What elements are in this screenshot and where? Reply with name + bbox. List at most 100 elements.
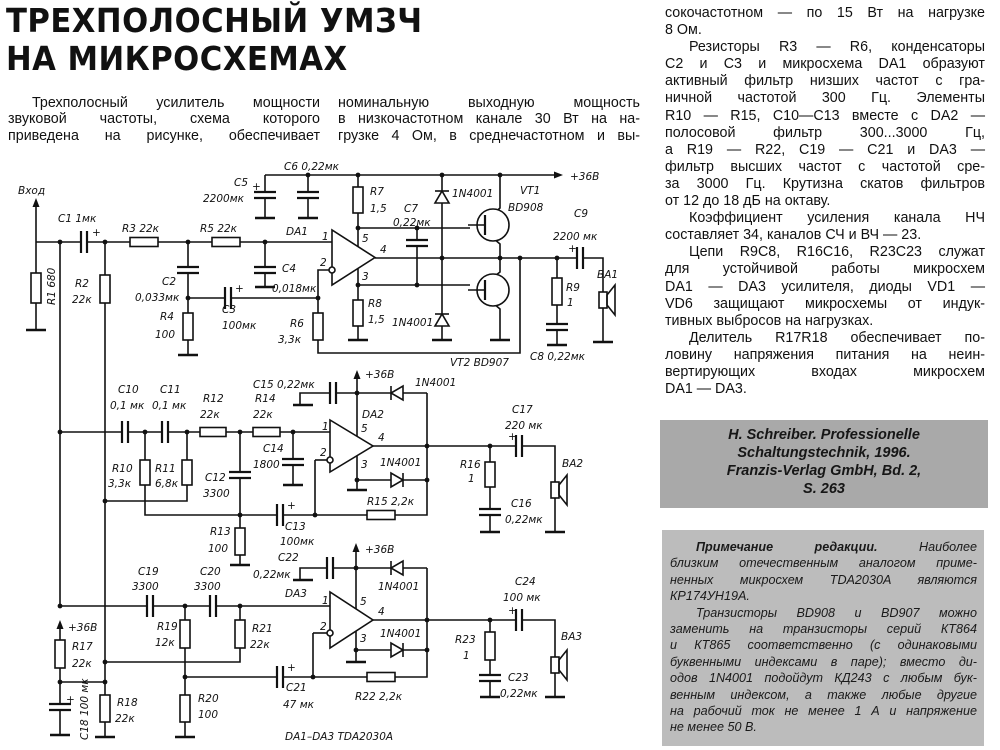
capacitor-gap (81, 229, 87, 255)
text-line: ничной частотой 300 Гц. Элементы (665, 90, 985, 107)
resistor (484, 461, 496, 488)
component-label: 47 мк (283, 699, 315, 711)
component-label: C22 (278, 552, 299, 564)
capacitor-gap (516, 607, 522, 633)
component-label: 3300 (203, 488, 230, 500)
component-label: R4 (160, 311, 174, 323)
component-label: 0,22мк (505, 514, 543, 526)
component-label: Вход (18, 185, 45, 197)
capacitor-gap (544, 324, 570, 330)
component-label: DA1 (286, 226, 308, 238)
component-label: DA3 (285, 588, 307, 600)
component-label: BA3 (561, 631, 582, 643)
resistor (99, 694, 111, 723)
note-line: Примечание редакции. Наиболее (670, 539, 977, 555)
polarity-plus: + (287, 500, 296, 512)
resistor (139, 459, 151, 486)
diode-icon (433, 189, 451, 204)
component-label: R19 (157, 621, 178, 633)
component-label: R5 22к (200, 223, 238, 235)
component-label: R21 (252, 623, 273, 635)
text-line: Коэффициент усиления канала НЧ (689, 210, 985, 227)
component-label: 3 (362, 271, 369, 283)
component-label: 22к (115, 713, 135, 725)
component-label: +36В (68, 622, 97, 634)
component-label: R2 (75, 278, 89, 290)
resistor (312, 312, 324, 341)
junction-dot (517, 255, 523, 261)
inverting-input-circle (326, 456, 334, 464)
junction-dot (312, 512, 318, 518)
junction-dot (102, 239, 108, 245)
capacitor-gap (277, 502, 283, 528)
component-label: R3 22к (122, 223, 160, 235)
component-label: C17 (512, 404, 533, 416)
text-line: Трехполосный усилитель мощности (32, 95, 320, 111)
component-label: R18 (117, 697, 138, 709)
resistor (129, 236, 159, 248)
capacitor-gap (295, 192, 321, 198)
polarity-plus: + (568, 243, 577, 255)
text-line: C2 и C3 и микросхема DA1 образуют (665, 56, 985, 73)
junction-dot (497, 255, 503, 261)
component-label: 12к (155, 637, 175, 649)
junction-dot (497, 172, 503, 178)
component-label: 100мк (280, 536, 315, 548)
resistor (484, 631, 496, 661)
component-label: 1 (567, 297, 574, 309)
resistor (352, 186, 364, 214)
junction-dot (355, 282, 361, 288)
opamp-icon (331, 228, 377, 287)
component-label: C14 (263, 443, 284, 455)
capacitor-gap (477, 509, 503, 515)
note-line: ненных микросхем TDA2030A являются (670, 572, 977, 587)
component-label: 1 (463, 650, 470, 662)
junction-dot (185, 295, 191, 301)
text-line: за 3000 Гц. Крутизна скатов фильтров (665, 175, 985, 192)
junction-dot (315, 295, 321, 301)
text-line: 8 Ом. (665, 22, 702, 39)
component-label: 5 (362, 233, 369, 245)
component-label: C12 (205, 472, 226, 484)
component-label: 2200мк (203, 193, 245, 205)
component-label: 4 (380, 244, 387, 256)
component-label: C21 (286, 682, 307, 694)
resistor (252, 426, 281, 438)
component-label: BA2 (562, 458, 583, 470)
capacitor-gap (225, 285, 231, 311)
component-label: 22к (253, 409, 273, 421)
component-label: 4 (378, 606, 385, 618)
arrow-up-icon (56, 620, 64, 629)
reference-line: Franzis-Verlag GmbH, Bd. 2, (726, 463, 922, 479)
capacitor-gap (330, 380, 336, 406)
capacitor-gap (252, 192, 278, 198)
resistor (211, 236, 241, 248)
junction-dot (237, 512, 243, 518)
component-label: 100 (208, 543, 228, 555)
wire (317, 258, 521, 354)
wire (299, 567, 427, 580)
diode-icon (389, 559, 404, 577)
component-label: 100 мк (503, 592, 541, 604)
component-label: 22к (72, 658, 92, 670)
component-label: 2 (320, 621, 327, 633)
speaker-cone (606, 282, 616, 318)
component-label: 1N4001 (380, 628, 421, 640)
arrow-up-icon (32, 198, 40, 207)
component-label: 5 (361, 423, 368, 435)
component-label: BD908 (508, 202, 544, 214)
component-label: 100 (155, 329, 175, 341)
inverting-input-circle (328, 266, 336, 274)
component-label: 1N4001 (415, 377, 456, 389)
component-label: R17 (72, 641, 93, 653)
component-label: 0,1 мк (110, 400, 145, 412)
component-label: 1 (322, 231, 329, 243)
text-line: номинальную выходную мощность (338, 95, 640, 111)
component-label: R12 (203, 393, 224, 405)
component-label: C2 (162, 276, 176, 288)
polarity-plus: + (287, 662, 296, 674)
component-label: 3,3к (108, 478, 132, 490)
text-line: Делитель R17R18 обеспечивает по- (689, 329, 985, 346)
component-label: 22к (200, 409, 220, 421)
polarity-plus: + (508, 431, 517, 443)
